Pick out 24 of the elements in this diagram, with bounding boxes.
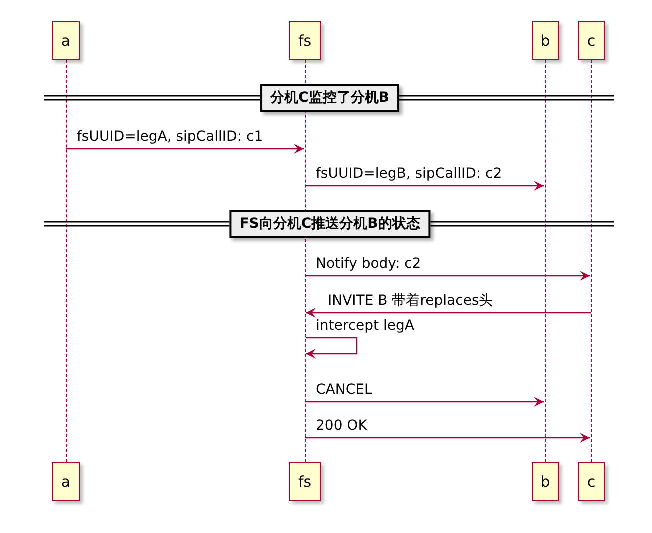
participant-box: b bbox=[532, 462, 559, 501]
message-arrow bbox=[306, 337, 358, 359]
message-arrow bbox=[306, 308, 591, 318]
message-label: intercept legA bbox=[315, 318, 416, 335]
message-label: fsUUID=legA, sipCallID: c1 bbox=[76, 129, 264, 146]
message-label: INVITE B 带着replaces头 bbox=[327, 293, 494, 310]
message-label: Notify body: c2 bbox=[315, 256, 422, 273]
participant-box: c bbox=[578, 21, 605, 60]
message-label: fsUUID=legB, sipCallID: c2 bbox=[315, 166, 504, 183]
divider-label: FS向分机C推送分机B的状态 bbox=[230, 210, 430, 238]
divider-label: 分机C监控了分机B bbox=[260, 84, 400, 112]
message-arrow bbox=[305, 397, 544, 407]
participant-box: a bbox=[52, 462, 80, 501]
lifeline bbox=[544, 60, 546, 462]
lifeline bbox=[590, 60, 592, 462]
participant-box: c bbox=[578, 462, 605, 501]
message-arrow bbox=[305, 271, 590, 281]
participant-box: fs bbox=[289, 462, 321, 501]
participant-box: a bbox=[52, 21, 80, 60]
message-arrow bbox=[305, 433, 590, 443]
participant-box: fs bbox=[289, 21, 321, 60]
message-arrow bbox=[305, 181, 544, 191]
message-arrow bbox=[66, 144, 304, 154]
participant-box: b bbox=[532, 21, 559, 60]
